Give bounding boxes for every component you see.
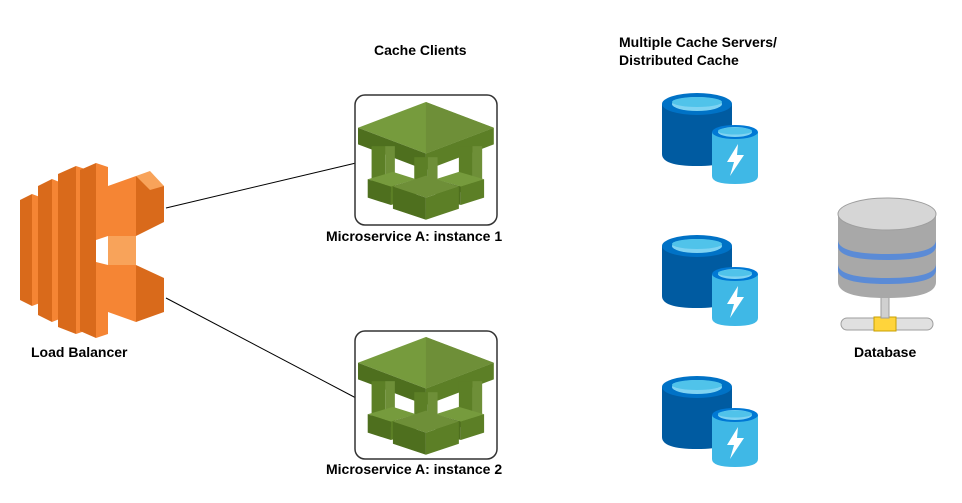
microservice-instance-1-label: Microservice A: instance 1 (326, 228, 503, 244)
load-balancer-label: Load Balancer (31, 344, 128, 360)
cache-servers-header-line-2: Distributed Cache (619, 52, 739, 68)
cache-server-icon (662, 235, 758, 326)
database-label: Database (854, 344, 917, 360)
microservice-instance-2-label: Microservice A: instance 2 (326, 461, 503, 477)
database-icon (837, 197, 937, 332)
cache-clients-header: Cache Clients (374, 42, 467, 58)
microservice-instance-2-node[interactable] (354, 330, 498, 460)
cache-server-icon (662, 376, 758, 467)
edge-lb-instance-2 (165, 297, 357, 399)
edge-lb-instance-1 (165, 162, 357, 209)
load-balancer-icon (20, 163, 164, 338)
microservice-instance-1-node[interactable] (354, 94, 498, 226)
cache-server-icon (662, 93, 758, 184)
cache-servers-header-line-1: Multiple Cache Servers/ (619, 34, 777, 50)
